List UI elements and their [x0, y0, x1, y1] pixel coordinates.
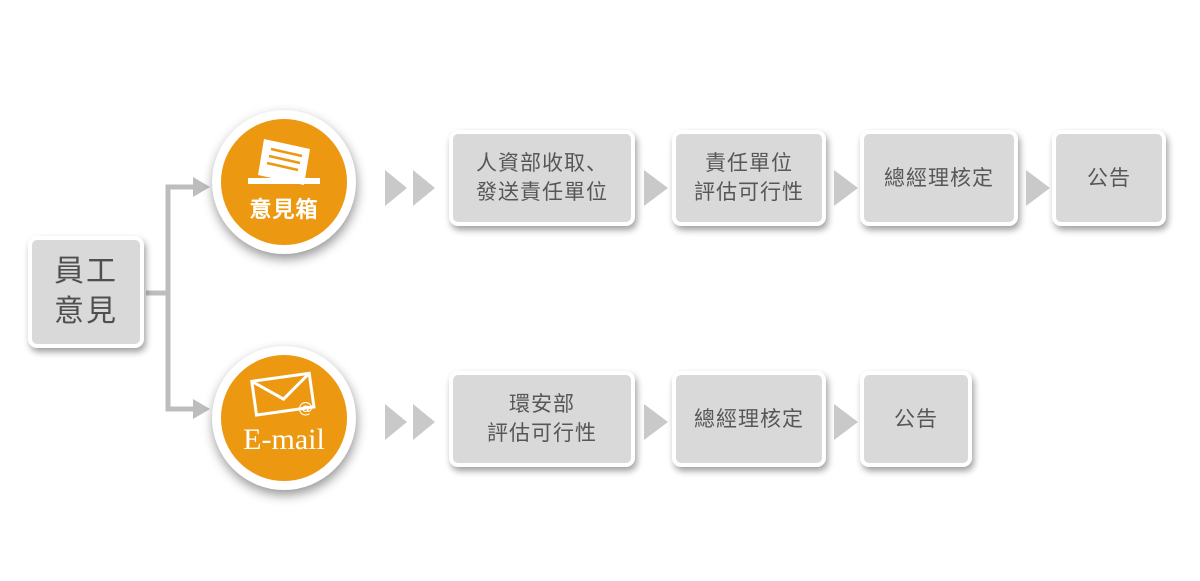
- branch-arrow-bottom: [193, 399, 210, 419]
- step-label: 人資部收取、 發送責任單位: [476, 151, 608, 204]
- flow-step: 責任單位 評估可行性: [672, 130, 826, 226]
- flow-step: 人資部收取、 發送責任單位: [449, 130, 635, 226]
- flow-step: 環安部 評估可行性: [449, 371, 635, 467]
- source-label: 員工 意見: [54, 254, 118, 329]
- channel-suggestion-box: 意見箱: [212, 110, 356, 254]
- source-box: 員工 意見: [28, 236, 144, 348]
- step-label: 公告: [1087, 165, 1131, 190]
- envelope-at-icon: @: [250, 371, 316, 417]
- double-arrow-top: [385, 170, 435, 206]
- step-label: 責任單位 評估可行性: [694, 151, 804, 204]
- paper-stack-icon: [248, 139, 320, 185]
- step-label: 總經理核定: [884, 165, 994, 190]
- flow-step: 總經理核定: [672, 371, 826, 467]
- step-arrow: [834, 170, 858, 206]
- step-arrow: [644, 404, 668, 440]
- step-arrow: [1026, 170, 1050, 206]
- channel-label: 意見箱: [249, 198, 319, 223]
- channel-email: @ E-mail: [212, 346, 356, 490]
- channel-label: E-mail: [243, 423, 325, 456]
- step-label: 總經理核定: [694, 406, 804, 431]
- double-arrow-bottom: [385, 404, 435, 440]
- svg-text:@: @: [298, 399, 313, 417]
- step-arrow: [834, 404, 858, 440]
- flow-step: 總經理核定: [860, 130, 1018, 226]
- step-label: 公告: [894, 406, 938, 431]
- branch-arrow-top: [193, 177, 210, 197]
- flow-step: 公告: [860, 371, 972, 467]
- flow-step: 公告: [1052, 130, 1166, 226]
- step-label: 環安部 評估可行性: [487, 392, 597, 445]
- step-arrow: [644, 170, 668, 206]
